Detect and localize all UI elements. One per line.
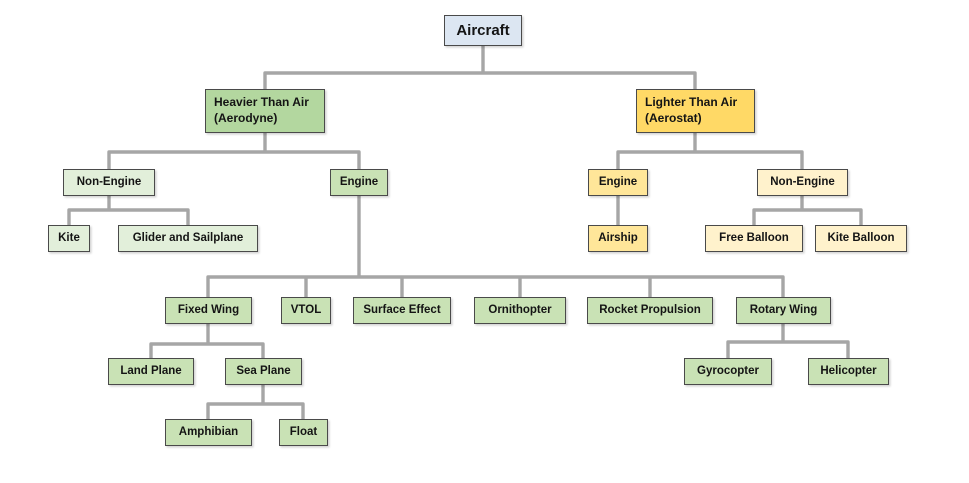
connector-fixed-wing-bus — [149, 342, 265, 358]
node-airship: Airship — [588, 225, 648, 252]
node-lighter-than-air: Lighter Than Air (Aerostat) — [636, 89, 755, 133]
node-sea-plane: Sea Plane — [225, 358, 302, 385]
node-amphibian: Amphibian — [165, 419, 252, 446]
connector-engine-left-bus — [206, 275, 785, 297]
node-rocket-propulsion: Rocket Propulsion — [587, 297, 713, 324]
node-non-engine-left: Non-Engine — [63, 169, 155, 196]
node-kite-balloon: Kite Balloon — [815, 225, 907, 252]
connector-lighter-bus — [616, 150, 804, 169]
node-non-engine-right: Non-Engine — [757, 169, 848, 196]
node-kite: Kite — [48, 225, 90, 252]
node-gyrocopter: Gyrocopter — [684, 358, 772, 385]
connector-aircraft-bus — [263, 71, 697, 89]
node-glider-sailplane: Glider and Sailplane — [118, 225, 258, 252]
node-free-balloon: Free Balloon — [705, 225, 803, 252]
node-rotary-wing: Rotary Wing — [736, 297, 831, 324]
node-land-plane: Land Plane — [108, 358, 194, 385]
connector-non-engine-left-bus — [67, 208, 190, 225]
node-fixed-wing: Fixed Wing — [165, 297, 252, 324]
connector-sea-plane-bus — [206, 402, 305, 419]
node-vtol: VTOL — [281, 297, 331, 324]
node-aircraft: Aircraft — [444, 15, 522, 46]
connector-non-engine-right-bus — [752, 208, 863, 225]
node-surface-effect: Surface Effect — [353, 297, 451, 324]
node-heavier-than-air: Heavier Than Air (Aerodyne) — [205, 89, 325, 133]
node-helicopter: Helicopter — [808, 358, 889, 385]
connector-rotary-wing-bus — [726, 340, 850, 358]
node-ornithopter: Ornithopter — [474, 297, 566, 324]
connector-heavier-bus — [107, 150, 361, 169]
node-engine-left: Engine — [330, 169, 388, 196]
node-float: Float — [279, 419, 328, 446]
node-engine-right: Engine — [588, 169, 648, 196]
